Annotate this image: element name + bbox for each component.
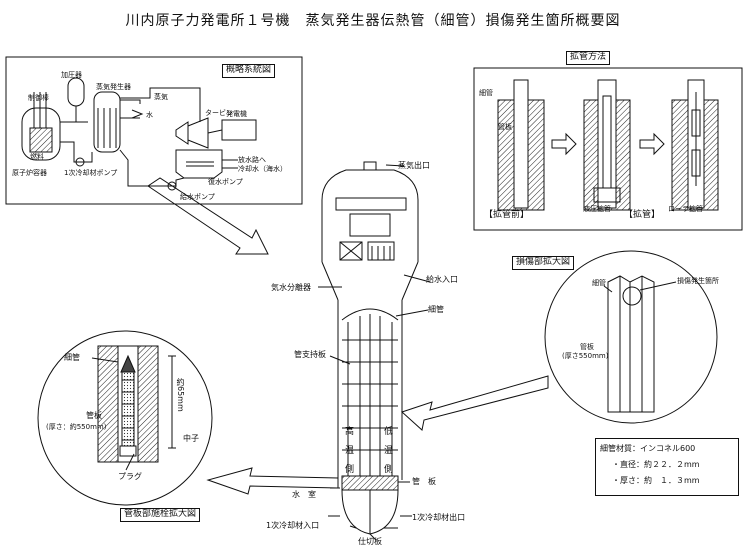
material-line-3: ・厚さ：約 １．３mm (612, 476, 700, 485)
expansion-plate-label: 管板 (498, 123, 512, 131)
fuel-label: 燃料 (30, 153, 44, 161)
cold-side-3: 側 (384, 465, 394, 475)
core-label: 中子 (183, 434, 199, 443)
separator-label: 気水分離器 (271, 283, 311, 292)
expansion-tube-label: 細管 (479, 89, 493, 97)
cold-side-2: 温 (384, 446, 394, 456)
plug-plate-label: 管板 (86, 411, 102, 420)
system-diagram-label: 概略系統図 (222, 64, 276, 78)
damage-thickness-label: (厚さ550mm) (562, 352, 609, 360)
steam-generator-label: 蒸気発生器 (96, 83, 131, 91)
plug-detail-label: 管板部施栓拡大図 (120, 508, 201, 522)
hot-side-2: 温 (345, 446, 355, 456)
cooling-water-label: 冷却水（海水） (238, 165, 287, 173)
roller-label: ローラ拡管 (668, 205, 703, 213)
expansion-label: 拡管方法 (566, 51, 611, 65)
primary-pump-label: 1次冷却材ポンプ (64, 169, 118, 177)
support-plate-label: 管支持板 (294, 350, 326, 359)
before-label: 【拡管前】 (484, 210, 530, 220)
plug-thickness-label: (厚さ：約550mm) (46, 423, 107, 431)
water-chamber-label: 水 室 (292, 490, 316, 499)
reactor-vessel-label: 原子炉容器 (12, 169, 47, 177)
damage-location-label: 損傷発生箇所 (677, 277, 719, 285)
damage-label: 損傷部拡大図 (512, 256, 575, 270)
material-box: 細管材質：インコネル600 ・直径：約２２．２mm ・厚さ：約 １．３mm (595, 438, 739, 496)
feed-inlet-label: 給水入口 (426, 275, 458, 284)
primary-inlet-label: 1次冷却材入口 (266, 521, 320, 530)
pressurizer-label: 加圧器 (61, 71, 82, 79)
system-to-sg-arrow (147, 177, 269, 255)
sg-tube-label: 細管 (428, 305, 444, 314)
hot-side-1: 高 (345, 427, 355, 437)
hydraulic-label: 液圧拡管 (583, 205, 611, 213)
generator-label: 発電機 (226, 110, 247, 118)
plug-detail (37, 330, 213, 506)
sg-tube-plate-label: 管 板 (412, 477, 436, 486)
expanded-label: 【拡管】 (624, 210, 661, 220)
damage-detail (544, 250, 718, 424)
water-label: 水 (146, 111, 153, 119)
plug-label: プラグ (118, 472, 142, 481)
dimension-label: 約65mm (176, 378, 185, 412)
material-line-1: 細管材質：インコネル600 (600, 444, 696, 453)
primary-outlet-label: 1次冷却材出口 (412, 513, 466, 522)
page-title: 川内原子力発電所１号機 蒸気発生器伝熱管（細管）損傷発生箇所概要図 (125, 13, 621, 29)
steam-label: 蒸気 (154, 93, 168, 101)
material-line-2: ・直径：約２２．２mm (612, 460, 700, 469)
steam-generator (321, 161, 419, 535)
outlet-label: 放水路へ (238, 156, 266, 164)
steam-outlet-label: 蒸気出口 (398, 161, 430, 170)
feed-pump-label: 給水ポンプ (180, 193, 215, 201)
system-diagram (5, 56, 303, 205)
control-rod-label: 制御棒 (28, 94, 49, 102)
expansion-diagram (473, 67, 743, 231)
plug-tube-label: 細管 (64, 353, 80, 362)
sg-to-plug-arrow (206, 467, 339, 495)
damage-tube-label: 細管 (592, 279, 606, 287)
damage-to-sg-arrow (401, 375, 549, 431)
hot-side-3: 側 (345, 465, 355, 475)
divider-label: 仕切板 (358, 537, 382, 546)
condensate-pump-label: 復水ポンプ (208, 178, 243, 186)
cold-side-1: 低 (384, 427, 394, 437)
turbine-label: タービン (205, 109, 233, 117)
damage-plate-label: 管板 (580, 343, 594, 351)
